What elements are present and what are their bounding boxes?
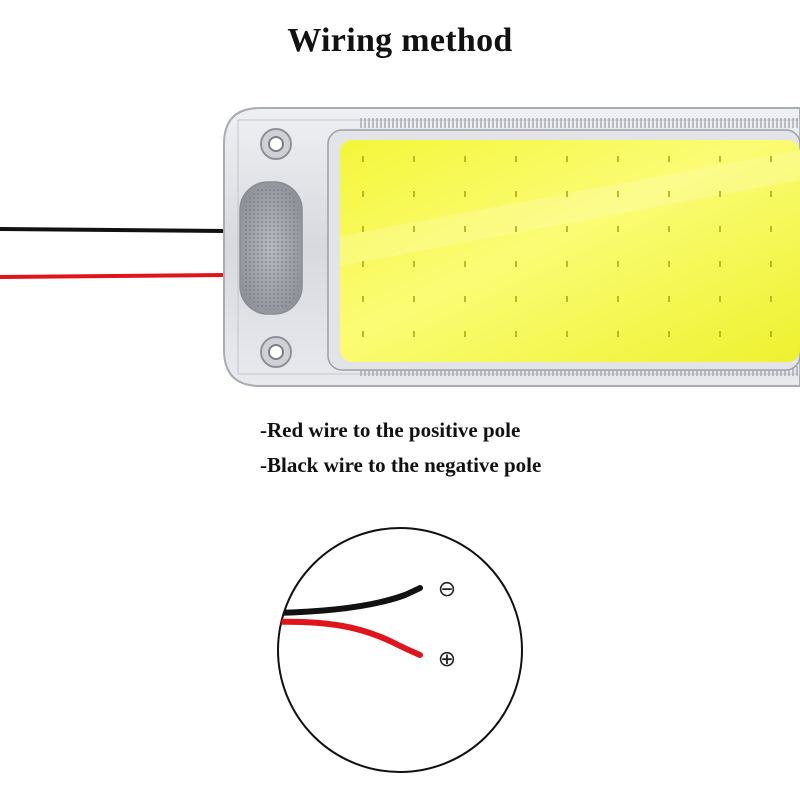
led-chip: [515, 191, 517, 197]
negative-symbol: ⊖: [438, 577, 456, 602]
led-chip: [770, 226, 772, 232]
led-chip: [413, 191, 415, 197]
led-chip: [566, 191, 568, 197]
led-chip: [617, 156, 619, 162]
led-chip: [413, 261, 415, 267]
led-chip: [617, 331, 619, 337]
led-chip: [719, 226, 721, 232]
led-chip: [719, 261, 721, 267]
led-chip: [566, 261, 568, 267]
led-chip: [668, 261, 670, 267]
led-chip: [566, 156, 568, 162]
led-chip: [617, 226, 619, 232]
led-chip: [770, 191, 772, 197]
led-chip: [362, 156, 364, 162]
led-chip: [464, 296, 466, 302]
led-chip: [668, 156, 670, 162]
led-chip: [566, 296, 568, 302]
led-chip: [413, 156, 415, 162]
led-chip: [362, 191, 364, 197]
led-chip: [515, 261, 517, 267]
led-chip: [617, 261, 619, 267]
led-chip: [515, 226, 517, 232]
led-chip: [617, 296, 619, 302]
led-chip: [413, 226, 415, 232]
led-chip: [515, 156, 517, 162]
led-chip: [770, 331, 772, 337]
led-chip: [770, 261, 772, 267]
led-chip: [515, 331, 517, 337]
led-chip: [719, 156, 721, 162]
led-chip: [668, 191, 670, 197]
led-chip: [566, 331, 568, 337]
led-chip: [515, 296, 517, 302]
positive-symbol: ⊕: [438, 647, 456, 672]
led-chip: [770, 156, 772, 162]
led-chip: [362, 261, 364, 267]
led-chip: [719, 191, 721, 197]
led-chip: [464, 331, 466, 337]
cob-led-panel: [223, 107, 800, 387]
led-chip: [362, 226, 364, 232]
led-chip: [770, 296, 772, 302]
led-chip: [413, 331, 415, 337]
led-chip: [464, 261, 466, 267]
led-chip: [413, 296, 415, 302]
led-chip: [668, 331, 670, 337]
page-title: Wiring method: [287, 22, 513, 59]
black-wire-instruction: -Black wire to the negative pole: [260, 453, 542, 477]
led-chip: [719, 331, 721, 337]
wiring-detail-circle: ⊖ ⊕: [277, 527, 523, 773]
led-chip: [362, 331, 364, 337]
led-chip: [566, 226, 568, 232]
led-chip: [464, 226, 466, 232]
red-wire: [0, 273, 227, 279]
led-chip: [719, 296, 721, 302]
red-wire-instruction: -Red wire to the positive pole: [260, 418, 521, 442]
led-chip: [464, 156, 466, 162]
led-chip: [617, 191, 619, 197]
led-chip: [464, 191, 466, 197]
black-wire: [0, 227, 227, 233]
led-chip: [668, 226, 670, 232]
led-chip: [668, 296, 670, 302]
led-chip: [362, 296, 364, 302]
